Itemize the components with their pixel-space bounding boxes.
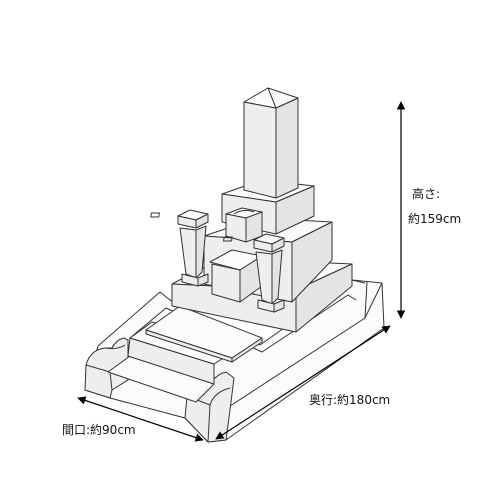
height-label-title: 高さ:	[412, 186, 440, 201]
depth-label: 奥行:約180cm	[309, 392, 390, 407]
main-pillar	[243, 87, 299, 199]
depth-dimension-arrow	[215, 325, 391, 440]
flower-vase-left	[150, 209, 209, 287]
flower-vase-right	[222, 233, 285, 313]
curb-front-left	[84, 337, 129, 399]
frontage-label: 間口:約90cm	[62, 422, 136, 437]
water-basin	[225, 207, 263, 243]
height-label-value: 約159cm	[408, 211, 461, 226]
incense-box	[209, 249, 263, 303]
frontage-dimension-arrow	[77, 396, 204, 442]
